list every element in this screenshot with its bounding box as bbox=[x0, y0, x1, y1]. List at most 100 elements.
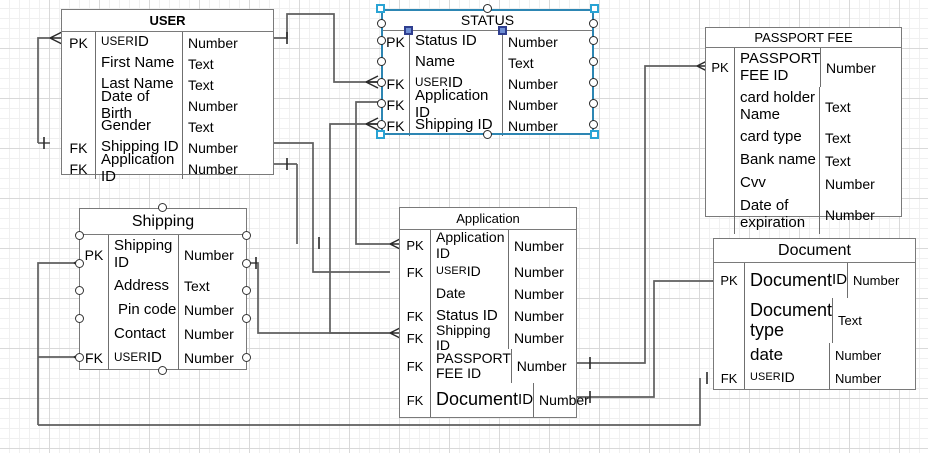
resize-handle-ne[interactable] bbox=[590, 4, 599, 13]
table-row[interactable]: FK USER ID Number bbox=[714, 367, 915, 389]
field-key: FK bbox=[386, 96, 405, 113]
anchor-shipping-left-4[interactable] bbox=[75, 314, 84, 323]
table-row[interactable]: Last Name Text bbox=[62, 74, 273, 95]
field-type: Text bbox=[182, 74, 273, 95]
entity-document[interactable]: Document PK Document ID Number Document … bbox=[713, 238, 916, 390]
anchor-right-6[interactable] bbox=[589, 120, 598, 129]
table-row[interactable]: FK Shipping ID Number bbox=[400, 322, 576, 352]
table-row[interactable]: FK Shipping ID Number bbox=[382, 115, 593, 136]
anchor-shipping-left-3[interactable] bbox=[75, 286, 84, 295]
anchor-left-5[interactable] bbox=[377, 99, 386, 108]
anchor-shipping-right-4[interactable] bbox=[242, 314, 251, 323]
anchor-right-3[interactable] bbox=[589, 57, 598, 66]
table-row[interactable]: card type Text bbox=[706, 126, 901, 149]
table-row[interactable]: Document type Text bbox=[714, 298, 915, 343]
table-row[interactable]: FK USER ID Number bbox=[400, 261, 576, 283]
table-row[interactable]: Bank name Text bbox=[706, 149, 901, 172]
field-key: PK bbox=[720, 273, 738, 288]
table-row[interactable]: FK Document ID Number bbox=[400, 383, 589, 417]
entity-application[interactable]: Application PK Application ID Number FK … bbox=[399, 207, 589, 418]
table-row[interactable]: FK PASSPORT FEE ID Number bbox=[400, 349, 576, 383]
field-key bbox=[80, 322, 108, 346]
table-row[interactable]: FK Application ID Number bbox=[382, 88, 593, 120]
anchor-right-5[interactable] bbox=[589, 99, 598, 108]
table-row[interactable]: PK Application ID Number bbox=[400, 230, 576, 261]
field-type: Number bbox=[820, 48, 902, 87]
table-row[interactable]: date Number bbox=[714, 343, 915, 367]
wire-shipping-application bbox=[247, 262, 390, 334]
entity-passport-fee[interactable]: PASSPORT FEE PK PASSPORT FEE ID Number c… bbox=[705, 27, 902, 234]
anchor-left-6[interactable] bbox=[377, 120, 386, 129]
table-row[interactable]: Name Text bbox=[382, 52, 593, 73]
resize-handle-nw[interactable] bbox=[376, 4, 385, 13]
table-row[interactable]: Cvv Number bbox=[706, 172, 901, 195]
table-row[interactable]: Address Text bbox=[80, 274, 246, 298]
table-row[interactable]: Date of expiration Number bbox=[706, 195, 901, 234]
anchor-shipping-top[interactable] bbox=[158, 203, 167, 212]
table-row[interactable]: PK Status ID Number bbox=[382, 31, 593, 52]
field-type: Number bbox=[178, 298, 246, 322]
field-type: Text bbox=[819, 149, 901, 172]
field-type: Number bbox=[182, 158, 273, 179]
field-name: Date of Birth bbox=[95, 89, 182, 121]
table-row[interactable]: FK Shipping ID Number bbox=[62, 137, 273, 158]
anchor-shipping-right-1[interactable] bbox=[242, 231, 251, 240]
table-row[interactable]: FK USER ID Number bbox=[80, 346, 246, 370]
anchor-shipping-right-2[interactable] bbox=[242, 259, 251, 268]
table-row[interactable]: PK PASSPORT FEE ID Number bbox=[706, 48, 901, 87]
anchor-shipping-right-5[interactable] bbox=[242, 353, 251, 362]
anchor-shipping-bottom[interactable] bbox=[158, 366, 167, 375]
anchor-left-2[interactable] bbox=[377, 36, 386, 45]
table-row[interactable]: PK USER ID Number bbox=[62, 32, 273, 53]
anchor-shipping-right-3[interactable] bbox=[242, 286, 251, 295]
anchor-shipping-left-1[interactable] bbox=[75, 231, 84, 240]
field-key bbox=[714, 298, 744, 343]
table-row[interactable]: Pin code Number bbox=[80, 298, 246, 322]
field-name: Cvv bbox=[734, 172, 819, 195]
field-key: FK bbox=[85, 350, 103, 366]
table-row[interactable]: Gender Text bbox=[62, 116, 273, 137]
table-row[interactable]: Date of Birth Number bbox=[62, 89, 273, 121]
table-row[interactable]: Date Number bbox=[400, 283, 576, 305]
wire-user-status-userid bbox=[274, 13, 378, 83]
table-row[interactable]: FK Application ID Number bbox=[62, 152, 273, 184]
anchor-right-4[interactable] bbox=[589, 78, 598, 87]
field-type: Number bbox=[829, 343, 915, 367]
anchor-shipping-left-5[interactable] bbox=[75, 353, 84, 362]
field-type: Text bbox=[832, 298, 918, 343]
anchor-top-center[interactable] bbox=[483, 4, 492, 13]
column-divider-handle-2[interactable] bbox=[498, 26, 507, 35]
entity-shipping[interactable]: Shipping PK Shipping ID Number Address T… bbox=[79, 208, 247, 370]
entity-status-title: STATUS bbox=[382, 10, 593, 31]
field-key bbox=[80, 298, 108, 322]
anchor-right-1[interactable] bbox=[589, 19, 598, 28]
anchor-left-1[interactable] bbox=[377, 19, 386, 28]
entity-document-fields: PK Document ID Number Document type Text… bbox=[714, 263, 915, 389]
table-row[interactable]: card holder Name Text bbox=[706, 87, 901, 126]
table-row[interactable]: Contact Number bbox=[80, 322, 246, 346]
table-row[interactable]: FK USER ID Number bbox=[382, 73, 593, 94]
table-row[interactable]: PK Document ID Number bbox=[714, 263, 915, 298]
entity-status[interactable]: STATUS PK Status ID Number Name Text FK … bbox=[381, 9, 594, 136]
crow-status-userid bbox=[365, 75, 379, 89]
field-name: Document ID bbox=[744, 263, 847, 298]
field-name: USER ID bbox=[95, 32, 182, 53]
column-divider-handle-1[interactable] bbox=[404, 26, 413, 35]
resize-handle-se[interactable] bbox=[590, 130, 599, 139]
anchor-right-2[interactable] bbox=[589, 36, 598, 45]
table-row[interactable]: PK Shipping ID Number bbox=[80, 235, 246, 274]
anchor-left-4[interactable] bbox=[377, 78, 386, 87]
table-row[interactable]: FK Status ID Number bbox=[400, 305, 576, 327]
resize-handle-sw[interactable] bbox=[376, 130, 385, 139]
field-key: FK bbox=[720, 370, 738, 386]
entity-application-title: Application bbox=[400, 208, 576, 230]
field-name: Name bbox=[409, 52, 502, 73]
field-name: PASSPORT FEE ID bbox=[734, 48, 820, 87]
entity-user[interactable]: USER PK USER ID Number First Name Text L… bbox=[61, 9, 274, 184]
anchor-bottom-center[interactable] bbox=[483, 130, 492, 139]
anchor-left-3[interactable] bbox=[377, 57, 386, 66]
anchor-shipping-left-2[interactable] bbox=[75, 259, 84, 268]
field-name: Address bbox=[108, 274, 178, 298]
table-row[interactable]: First Name Text bbox=[62, 53, 273, 74]
